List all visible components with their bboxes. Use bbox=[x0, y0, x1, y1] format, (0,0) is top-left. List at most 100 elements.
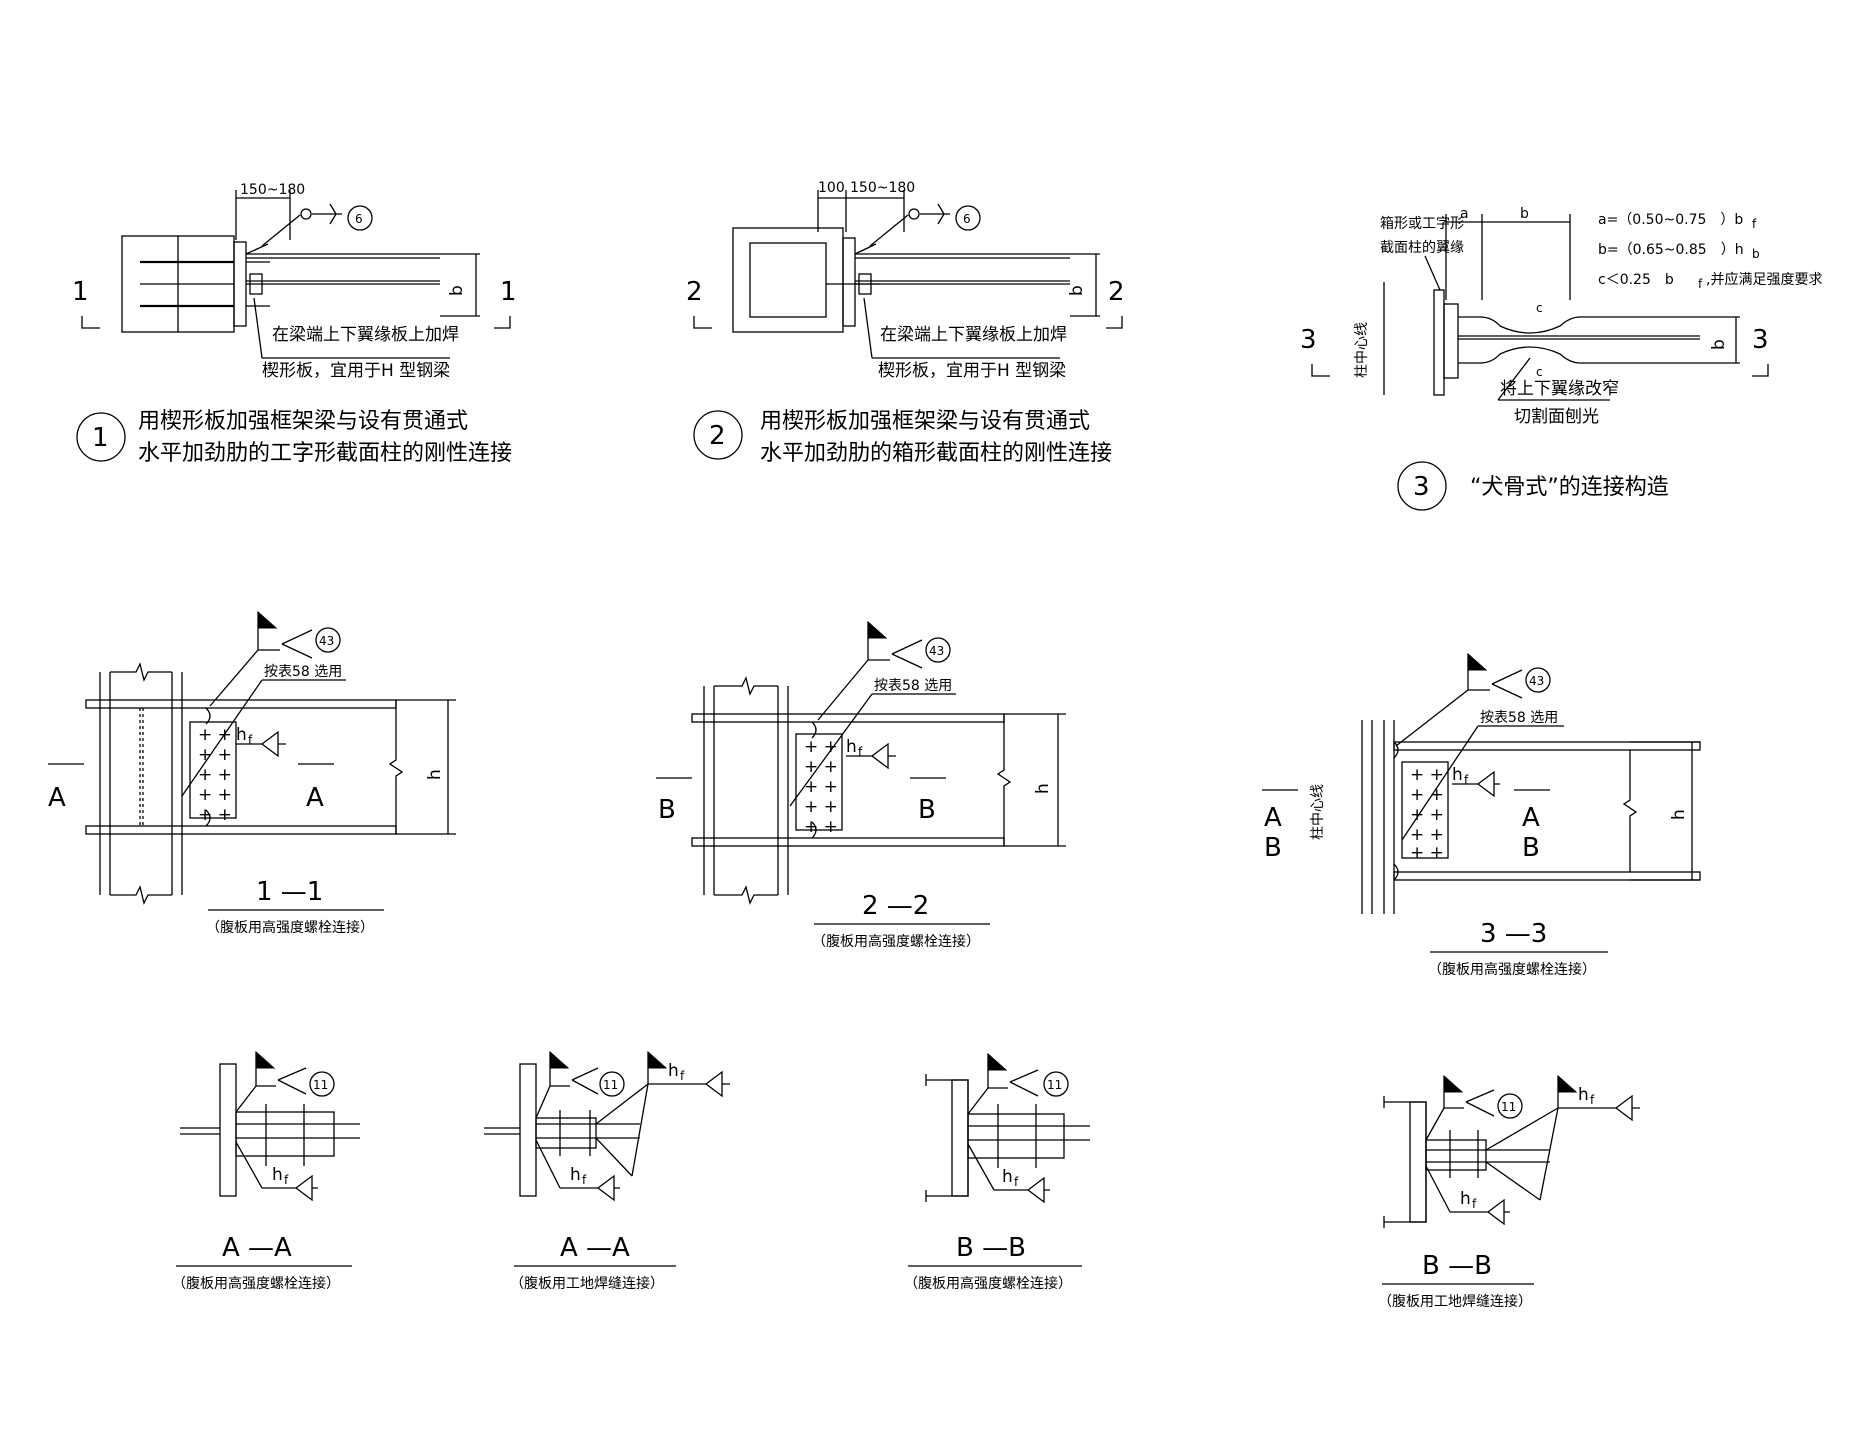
s33-weld-no: 43 bbox=[1529, 674, 1544, 688]
d3-f1-sub: f bbox=[1752, 217, 1757, 231]
aa2-hf2-sub: f bbox=[582, 1173, 587, 1187]
s22-sub: （腹板用高强度螺栓连接） bbox=[812, 933, 980, 950]
bb1-hf-sub: f bbox=[1014, 1175, 1019, 1189]
s22-weld-no: 43 bbox=[929, 644, 944, 658]
d3-bf: b bbox=[1709, 339, 1729, 350]
bb2-title: B —B bbox=[1422, 1251, 1492, 1281]
d3-col-cl: 柱中心线 bbox=[1354, 322, 1370, 378]
d3-dim-c-top: c bbox=[1536, 301, 1543, 315]
aa1-hf: h bbox=[272, 1165, 283, 1185]
s11-cut-l: A bbox=[48, 783, 66, 813]
bb2-hf1-sub: f bbox=[1590, 1093, 1595, 1107]
aa1-title: A —A bbox=[222, 1233, 292, 1263]
d2-sec-left: 2 bbox=[686, 277, 703, 307]
s11-cut-r: A bbox=[306, 783, 324, 813]
section-aa-welded: 11 h f h f A —A （腹板用工地焊缝连接） bbox=[484, 1050, 730, 1292]
s22-hf-sub: f bbox=[858, 745, 863, 759]
s22-note: 按表58 选用 bbox=[874, 678, 952, 694]
d1-weld-no: 6 bbox=[355, 212, 363, 226]
s22-hb: h bbox=[1033, 783, 1053, 794]
s33-hf: h bbox=[1452, 765, 1463, 785]
aa1-hf-sub: f bbox=[284, 1173, 289, 1187]
d2-title1: 用楔形板加强框架梁与设有贯通式 bbox=[760, 409, 1090, 434]
aa2-sub: （腹板用工地焊缝连接） bbox=[510, 1275, 664, 1292]
section-3-3: + + + + + + + + + + 43 按表58 选用 h f h 柱中心… bbox=[1262, 652, 1701, 978]
d3-f2-sub: b bbox=[1752, 247, 1760, 261]
s11-hf: h bbox=[236, 725, 247, 745]
s11-sub: （腹板用高强度螺栓连接） bbox=[206, 919, 374, 936]
d3-note2: 切割面刨光 bbox=[1514, 407, 1599, 427]
svg-text:+ +: + + bbox=[804, 757, 838, 777]
d1-note2: 楔形板，宜用于H 型钢梁 bbox=[262, 361, 450, 381]
d3-title: “犬骨式”的连接构造 bbox=[1470, 475, 1669, 500]
aa2-hf2: h bbox=[570, 1165, 581, 1185]
s11-title: 1 —1 bbox=[256, 877, 323, 907]
d3-dim-b: b bbox=[1520, 206, 1529, 222]
d2-bf: b bbox=[1067, 285, 1087, 296]
d3-sec-right: 3 bbox=[1752, 325, 1769, 355]
s33-title: 3 —3 bbox=[1480, 919, 1547, 949]
d1-dim: 150~180 bbox=[240, 182, 305, 198]
bb2-hf2: h bbox=[1460, 1189, 1471, 1209]
s22-title: 2 —2 bbox=[862, 891, 929, 921]
bb1-weld-no: 11 bbox=[1047, 1078, 1062, 1092]
svg-text:+ +: + + bbox=[1410, 805, 1444, 825]
svg-text:+ +: + + bbox=[804, 797, 838, 817]
d3-dim-a: a bbox=[1460, 206, 1469, 222]
d2-weld-no: 6 bbox=[963, 212, 971, 226]
s33-cut-r1: A bbox=[1522, 803, 1540, 833]
s33-hb: h bbox=[1669, 809, 1689, 820]
d1-title2: 水平加劲肋的工字形截面柱的刚性连接 bbox=[138, 441, 512, 466]
d3-col-note2: 截面柱的翼缘 bbox=[1380, 240, 1464, 256]
d3-dim-c-bot: c bbox=[1536, 365, 1543, 379]
d1-no: 1 bbox=[92, 423, 109, 453]
svg-text:+ +: + + bbox=[198, 805, 232, 825]
aa2-hf1: h bbox=[668, 1061, 679, 1081]
s33-note: 按表58 选用 bbox=[1480, 710, 1558, 726]
s33-cut-l2: B bbox=[1264, 833, 1282, 863]
s11-note: 按表58 选用 bbox=[264, 664, 342, 680]
svg-text:+ +: + + bbox=[198, 765, 232, 785]
d2-dim-b: 150~180 bbox=[850, 180, 915, 196]
d1-sec-left: 1 bbox=[72, 277, 89, 307]
section-2-2: + + + + + + + + + + 43 按表58 选用 h f h B B bbox=[656, 620, 1066, 950]
d3-f2: b=（0.65~0.85 ）h bbox=[1598, 242, 1744, 258]
s33-cut-r2: B bbox=[1522, 833, 1540, 863]
s22-hf: h bbox=[846, 737, 857, 757]
aa2-weld-no: 11 bbox=[603, 1078, 618, 1092]
section-bb-bolted: 11 h f B —B （腹板用高强度螺栓连接） bbox=[904, 1052, 1090, 1292]
d3-note1: 将上下翼缘改窄 bbox=[1500, 379, 1619, 399]
svg-text:+ +: + + bbox=[1410, 765, 1444, 785]
s33-col-cl: 柱中心线 bbox=[1310, 784, 1326, 840]
d1-note1: 在梁端上下翼缘板上加焊 bbox=[272, 325, 459, 345]
d2-note1: 在梁端上下翼缘板上加焊 bbox=[880, 325, 1067, 345]
bb2-hf2-sub: f bbox=[1472, 1197, 1477, 1211]
section-1-1: + + + + + + + + + + 43 按表58 选用 h f h A A bbox=[48, 610, 456, 936]
svg-text:+ +: + + bbox=[1410, 825, 1444, 845]
bb2-weld-no: 11 bbox=[1501, 1100, 1516, 1114]
s33-cut-l1: A bbox=[1264, 803, 1282, 833]
aa1-weld-no: 11 bbox=[313, 1078, 328, 1092]
aa1-sub: （腹板用高强度螺栓连接） bbox=[172, 1275, 340, 1292]
d3-sec-left: 3 bbox=[1300, 325, 1317, 355]
bb2-hf1: h bbox=[1578, 1085, 1589, 1105]
section-aa-bolted: 11 h f A —A （腹板用高强度螺栓连接） bbox=[172, 1050, 360, 1292]
d3-f3-sub: f bbox=[1698, 277, 1703, 291]
d2-note2: 楔形板，宜用于H 型钢梁 bbox=[878, 361, 1066, 381]
s22-cut-r: B bbox=[918, 795, 936, 825]
d2-sec-right: 2 bbox=[1108, 277, 1125, 307]
d3-col-note1: 箱形或工字形 bbox=[1380, 216, 1464, 232]
d2-dim-a: 100 bbox=[818, 180, 845, 196]
d3-no: 3 bbox=[1413, 472, 1430, 502]
bb1-title: B —B bbox=[956, 1233, 1026, 1263]
s22-cut-l: B bbox=[658, 795, 676, 825]
bb1-hf: h bbox=[1002, 1167, 1013, 1187]
d3-f1: a=（0.50~0.75 ）b bbox=[1598, 212, 1743, 228]
d3-f3: c＜0.25 b bbox=[1598, 272, 1674, 288]
aa2-hf1-sub: f bbox=[680, 1069, 685, 1083]
s11-hf-sub: f bbox=[248, 733, 253, 747]
svg-text:+ +: + + bbox=[804, 817, 838, 837]
d3-f3-tail: ,并应满足强度要求 bbox=[1706, 271, 1822, 288]
s33-sub: （腹板用高强度螺栓连接） bbox=[1428, 961, 1596, 978]
detail-2: 100 150~180 6 b 2 2 在梁端上下翼缘板上加焊 楔形板，宜用于H… bbox=[686, 180, 1125, 466]
